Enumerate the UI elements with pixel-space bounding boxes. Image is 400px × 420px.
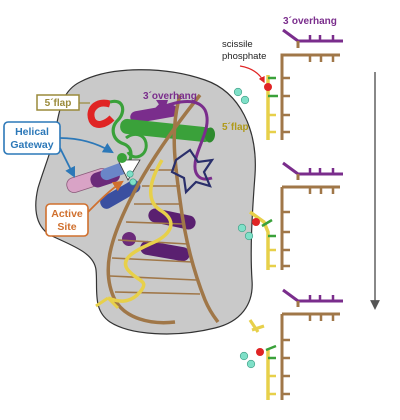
stage3-metal-ion-2 (246, 359, 256, 369)
metal-ion-1 (126, 170, 134, 178)
five-flap-label-right: 5´flap (222, 122, 249, 133)
stage2-purple-rungs (308, 168, 335, 174)
helical-gateway-arrow-2 (59, 147, 75, 178)
stage1-brown-rungs (282, 55, 335, 134)
stage2-scissile-phosphate (252, 218, 260, 226)
stage1-metal-ion-2 (240, 95, 250, 105)
five-flap-callout: 5´flap (36, 94, 90, 111)
green-helix (120, 118, 216, 143)
active-site-callout: Active Site (45, 180, 124, 237)
stage2-metal-ion-1 (237, 223, 247, 233)
stage2-green-rungs (261, 218, 276, 238)
stage3-purple-rungs (308, 295, 335, 301)
three-overhang-label-right: 3´overhang (283, 16, 337, 27)
stage2-metal-ion-2 (244, 231, 254, 241)
stage1-green-rungs (268, 76, 278, 98)
purple-strand-arrowhead (156, 100, 168, 112)
stage1-yellow-rungs (268, 113, 276, 134)
stage2-yellow-rungs (268, 248, 276, 268)
helical-gateway-label-1: Helical (15, 126, 49, 138)
navy-star-loop (170, 148, 215, 195)
active-site-arrow (87, 180, 124, 213)
stage3-yellow-rungs (268, 374, 276, 396)
five-flap-box-label: 5´flap (45, 98, 72, 109)
dna-yellow-strand (107, 159, 173, 303)
dna-brown-backbone-1 (106, 93, 202, 325)
scissile-label-2: phosphate (222, 51, 266, 62)
yellow-flap-tip (95, 296, 120, 310)
red-loop (87, 99, 115, 128)
green-loop-2 (125, 132, 148, 159)
protein-structure (35, 69, 256, 335)
stage1-metal-ion-1 (233, 87, 243, 97)
scissile-arrow (239, 65, 265, 84)
active-site-label-2: Site (57, 221, 76, 233)
stage3-metal-ion-1 (239, 351, 249, 361)
stage3-brown-rungs (282, 314, 335, 396)
dna-brown-backbone-2 (172, 94, 220, 324)
stage1-scissile-phosphate (264, 83, 272, 91)
active-site-triangle (117, 159, 141, 181)
stage-2-schematic (237, 161, 343, 270)
scissile-label-1: scissile (222, 39, 253, 50)
stage3-cleaved-flap (248, 319, 265, 333)
active-site-residue (117, 153, 127, 163)
three-overhang-label-left: 3´overhang (143, 91, 197, 102)
stage3-phosphate (256, 348, 264, 356)
active-site-label-1: Active (51, 208, 83, 220)
stage-3-schematic (239, 288, 343, 400)
helical-gateway-label-2: Gateway (10, 139, 53, 151)
metal-ion-2 (129, 178, 137, 186)
stage1-purple-rungs (308, 35, 335, 41)
stage3-green-rungs (265, 344, 277, 360)
helical-gateway-arrow-1 (59, 137, 114, 154)
dna-purple-strand (159, 100, 213, 181)
stage2-brown-rungs (282, 187, 335, 268)
helical-gateway-callout: Helical Gateway (3, 121, 114, 178)
stage-1-schematic (233, 28, 343, 140)
